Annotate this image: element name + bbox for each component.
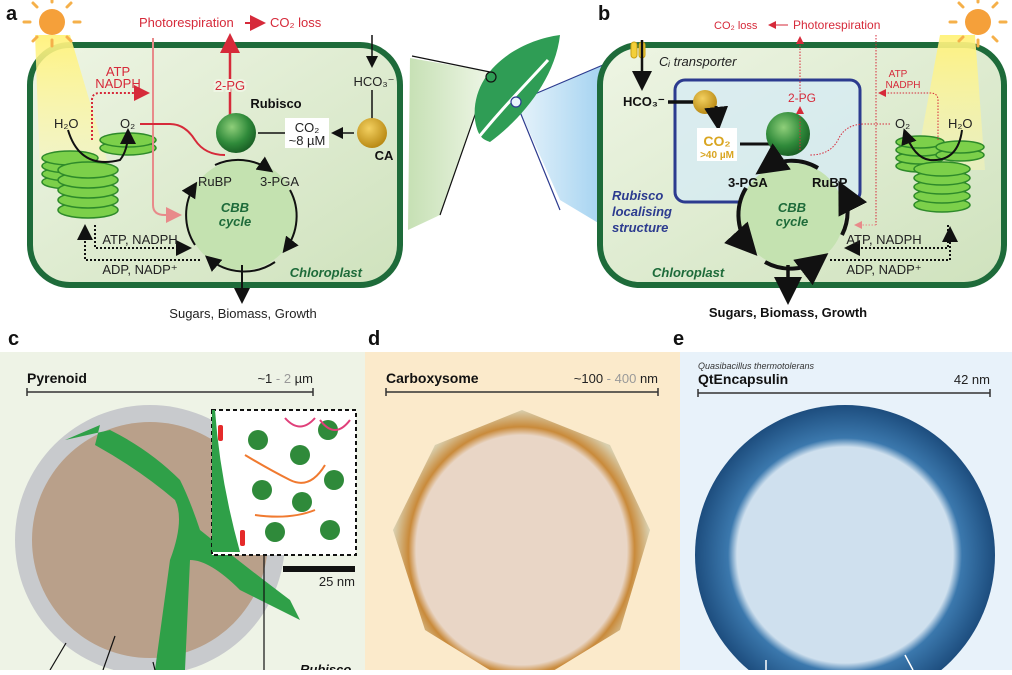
o2-to-rubisco-arrow-a	[140, 123, 226, 156]
rubisco-loc-line2: localising	[612, 204, 672, 219]
thylakoid-stacks-b	[895, 135, 985, 213]
inset-scale-label: 25 nm	[319, 574, 355, 589]
light-beam-a	[35, 35, 110, 170]
encapsulin-shell	[695, 405, 995, 675]
c3-wedge	[408, 58, 490, 230]
carboxysome-title: Carboxysome	[386, 370, 479, 386]
water-split-arrow-a	[67, 128, 136, 163]
rubisco-protein-a	[216, 113, 256, 153]
panel-d: d Carboxysome ~100 - 400 nm	[365, 328, 680, 675]
cbb-label-a: CBB	[221, 200, 249, 215]
cbb-label-b: CBB	[778, 200, 806, 215]
rubisco-protein-b	[766, 112, 810, 156]
atp-nadph-label-b: ATP, NADPH	[846, 232, 921, 247]
encapsulin-size: 42 nm	[954, 372, 990, 387]
photorespiration-label-b: Photorespiration	[793, 18, 880, 32]
co2-concentration-a: ~8 µM	[289, 133, 326, 148]
adp-nadp-label-a: ADP, NADP⁺	[102, 262, 177, 277]
atp-nadph-label-a: ATP, NADPH	[102, 232, 177, 247]
co2-label-b: CO₂	[703, 133, 730, 149]
cbb-cycle-b	[740, 163, 844, 267]
h2o-label-b: H₂O	[948, 116, 973, 131]
o2-label-b: O₂	[895, 116, 910, 131]
center-panel	[408, 35, 611, 230]
hco3-label-b: HCO₃⁻	[623, 94, 665, 109]
co2-concentration-b: >40 µM	[700, 150, 734, 161]
carboxysome-shell	[393, 410, 650, 675]
thylakoid-stacks-a	[41, 132, 157, 219]
co2-label-a: CO₂	[295, 120, 320, 135]
panel-letter-c: c	[8, 328, 19, 350]
rubisco-label-a: Rubisco	[250, 96, 301, 111]
cycle-label-b: cycle	[776, 214, 809, 229]
3pga-label-b: 3-PGA	[728, 175, 768, 190]
ccm-zoom-marker	[510, 96, 522, 108]
photorespiration-label-a: Photorespiration	[139, 15, 234, 30]
nadph-label-red-a: NADPH	[95, 76, 141, 91]
panel-e: e Quasibacillus thermotolerans QtEncapsu…	[673, 328, 1012, 675]
o2-label-a: O₂	[120, 116, 135, 131]
carbonic-anhydrase-a	[357, 118, 387, 148]
carbonic-anhydrase-b	[693, 90, 717, 114]
co2-box-a	[285, 118, 329, 148]
carboxysome-size: ~100 - 400 nm	[574, 371, 658, 386]
pyrenoid-matrix	[32, 422, 268, 658]
output-label-a: Sugars, Biomass, Growth	[169, 306, 316, 321]
cycle-label-a: cycle	[219, 214, 252, 229]
co2-box-b	[697, 128, 737, 161]
output-label-b: Sugars, Biomass, Growth	[709, 305, 867, 320]
organism-label: Quasibacillus thermotolerans	[698, 361, 815, 371]
adp-nadp-label-b: ADP, NADP⁺	[846, 262, 921, 277]
panel-letter-d: d	[368, 328, 380, 350]
chloroplast-label-a: Chloroplast	[290, 265, 363, 280]
rubp-label-b: RuBP	[812, 175, 848, 190]
encapsulin-title: QtEncapsulin	[698, 371, 788, 387]
co2-loss-label-a: CO₂ loss	[270, 15, 322, 30]
3pga-label-a: 3-PGA	[260, 174, 299, 189]
inset-scale-bar	[283, 566, 355, 572]
pyrenoid-title: Pyrenoid	[27, 370, 87, 386]
inset-rubisco-cluster	[248, 420, 344, 542]
panel-letter-e: e	[673, 328, 684, 350]
2pg-label-b: 2-PG	[788, 91, 816, 105]
sun-icon-a	[22, 0, 82, 48]
chloroplast-label-b: Chloroplast	[652, 265, 725, 280]
ci-transporter-label: Cᵢ transporter	[659, 54, 737, 69]
hco3-label-a: HCO₃⁻	[353, 74, 394, 89]
atp-label-red-b: ATP	[889, 69, 908, 80]
panel-a: a H₂O O₂ ATP NADPH	[6, 0, 403, 321]
panel-letter-b: b	[598, 3, 610, 25]
ccm-wedge	[516, 62, 610, 230]
pyrenoid-size: ~1 - 2 µm	[257, 371, 313, 386]
rubp-label-a: RuBP	[198, 174, 232, 189]
cbb-cycle-a	[187, 160, 297, 270]
atp-nadph-red-arrow-a	[91, 85, 150, 140]
atp-label-red-a: ATP	[106, 64, 130, 79]
panel-letter-a: a	[6, 3, 18, 25]
partial-rubisco-label-c: Rubisco	[300, 662, 351, 670]
h2o-label-a: H₂O	[54, 116, 79, 131]
sun-icon-b	[948, 0, 1008, 48]
nadph-label-red-b: NADPH	[885, 80, 920, 91]
2pg-label-a: 2-PG	[215, 78, 245, 93]
rubisco-loc-line3: structure	[612, 220, 668, 235]
co2-loss-label-b: CO₂ loss	[714, 20, 758, 32]
c3-zoom-marker	[485, 71, 497, 83]
thylakoid-tubules	[65, 425, 300, 670]
rubisco-loc-line1: Rubisco	[612, 188, 663, 203]
panel-c: c Pyrenoid ~1 - 2 µm 25 nm Rubisco	[0, 328, 365, 675]
ca-label-a: CA	[375, 148, 394, 163]
panel-b: b H₂O O₂ ATP NADPH CO₂ loss Photorespira…	[597, 0, 1008, 320]
